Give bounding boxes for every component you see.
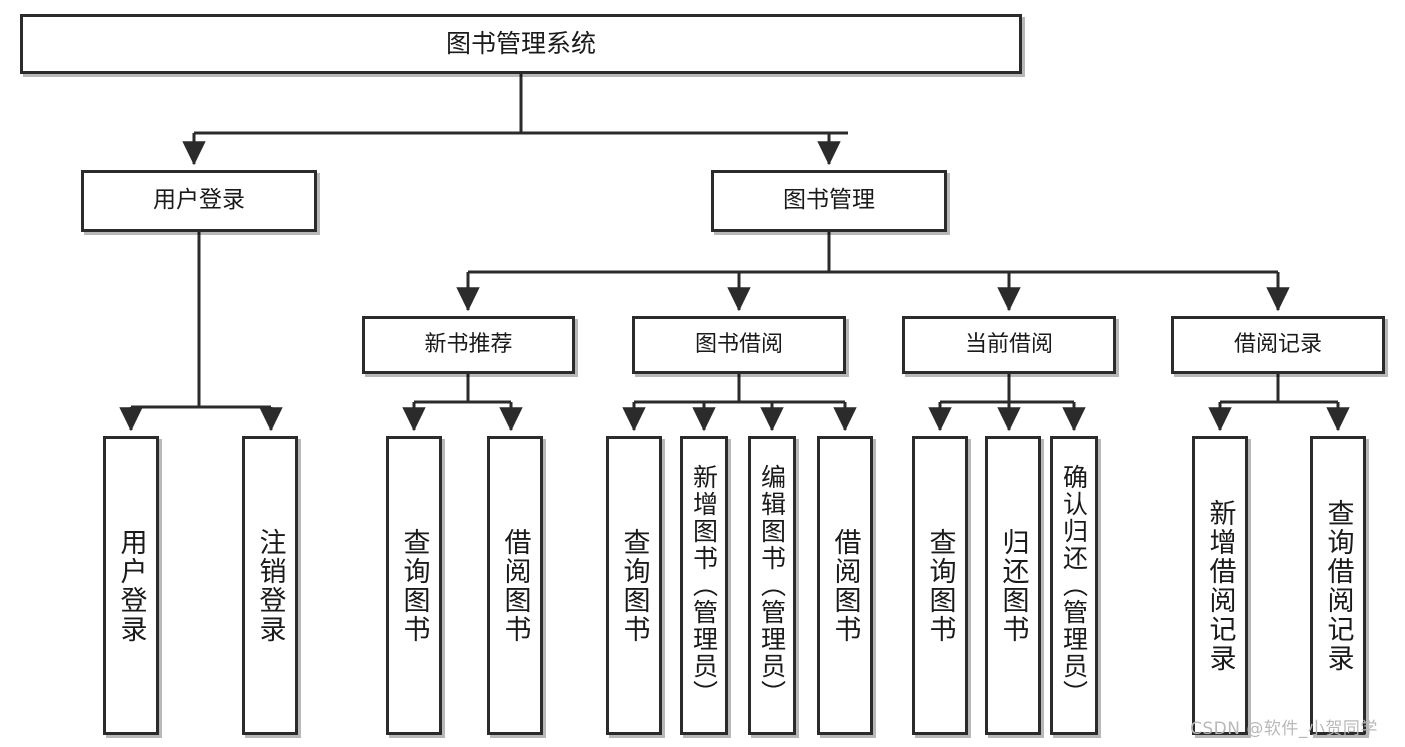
node-book-borrow[interactable]: 图书借阅 (632, 316, 846, 374)
leaf-add-borrow-record-label: 新增借阅记录 (1204, 498, 1236, 673)
leaf-query-book-newbook[interactable]: 查询图书 (386, 436, 442, 735)
watermark: CSDN @软件_小贺同学 (1190, 719, 1378, 739)
node-root-label: 图书管理系统 (445, 29, 596, 59)
leaf-confirm-return-admin[interactable]: 确认归还（管理员） (1050, 436, 1098, 735)
leaf-add-borrow-record[interactable]: 新增借阅记录 (1192, 436, 1248, 735)
leaf-query-book-current[interactable]: 查询图书 (912, 436, 968, 735)
leaf-query-book-borrow[interactable]: 查询图书 (606, 436, 662, 735)
node-user-login-label: 用户登录 (153, 187, 245, 214)
node-book-management[interactable]: 图书管理 (711, 170, 947, 232)
node-user-login[interactable]: 用户登录 (81, 170, 317, 232)
leaf-query-book-current-label: 查询图书 (924, 527, 956, 644)
node-book-borrow-label: 图书借阅 (694, 332, 783, 358)
leaf-add-book-admin[interactable]: 新增图书（管理员） (680, 436, 728, 735)
leaf-borrow-book-newbook-label: 借阅图书 (499, 527, 531, 644)
leaf-logout[interactable]: 注销登录 (242, 436, 298, 735)
leaf-borrow-book-borrow[interactable]: 借阅图书 (817, 436, 873, 735)
node-root[interactable]: 图书管理系统 (20, 14, 1022, 74)
leaf-borrow-book-newbook[interactable]: 借阅图书 (487, 436, 543, 735)
leaf-query-borrow-record[interactable]: 查询借阅记录 (1310, 436, 1366, 735)
node-borrow-record[interactable]: 借阅记录 (1171, 316, 1385, 374)
leaf-borrow-book-borrow-label: 借阅图书 (829, 527, 861, 644)
leaf-edit-book-admin-label: 编辑图书（管理员） (757, 464, 787, 707)
leaf-edit-book-admin[interactable]: 编辑图书（管理员） (748, 436, 796, 735)
leaf-query-book-newbook-label: 查询图书 (398, 527, 430, 644)
leaf-logout-label: 注销登录 (254, 527, 286, 644)
leaf-user-login[interactable]: 用户登录 (103, 436, 159, 735)
leaf-query-borrow-record-label: 查询借阅记录 (1322, 498, 1354, 673)
node-new-book-recommend[interactable]: 新书推荐 (362, 316, 575, 374)
leaf-user-login-label: 用户登录 (115, 527, 147, 644)
node-book-management-label: 图书管理 (783, 187, 875, 214)
leaf-add-book-admin-label: 新增图书（管理员） (689, 464, 719, 707)
leaf-confirm-return-admin-label: 确认归还（管理员） (1059, 464, 1089, 707)
node-new-book-recommend-label: 新书推荐 (424, 332, 513, 358)
leaf-query-book-borrow-label: 查询图书 (618, 527, 650, 644)
node-current-borrow-label: 当前借阅 (964, 332, 1053, 358)
node-current-borrow[interactable]: 当前借阅 (902, 316, 1116, 374)
leaf-return-book[interactable]: 归还图书 (985, 436, 1041, 735)
leaf-return-book-label: 归还图书 (997, 527, 1029, 644)
node-borrow-record-label: 借阅记录 (1233, 332, 1322, 358)
